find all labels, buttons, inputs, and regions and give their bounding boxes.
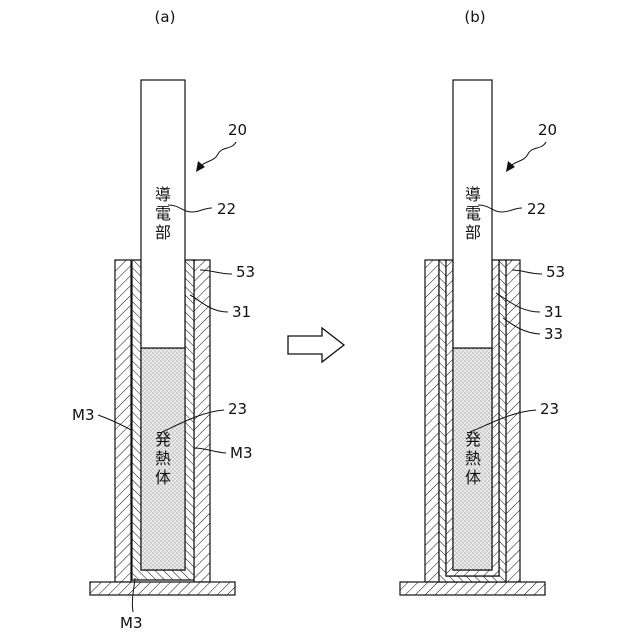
panel-label: (b) bbox=[464, 8, 485, 26]
conductor-char-3: 部 bbox=[465, 223, 481, 242]
conductor-char-1: 導 bbox=[155, 185, 171, 204]
ref-m3-bottom: M3 bbox=[120, 614, 143, 632]
right-block-arrow-icon bbox=[288, 328, 344, 362]
ref-33: 33 bbox=[544, 325, 563, 343]
ref-20: 20 bbox=[228, 121, 247, 139]
heater-char-1: 発 bbox=[465, 430, 481, 449]
ref-31: 31 bbox=[232, 303, 251, 321]
ref-31: 31 bbox=[544, 303, 563, 321]
heater-char-3: 体 bbox=[465, 468, 481, 487]
ref-20-leader bbox=[508, 142, 546, 168]
panel-label: (a) bbox=[155, 8, 176, 26]
heater-char-1: 発 bbox=[155, 430, 171, 449]
ref-20-leader bbox=[198, 142, 236, 168]
ref-20-arrowhead bbox=[506, 161, 515, 172]
conductor-char-2: 電 bbox=[155, 204, 171, 223]
ref-20-arrowhead bbox=[196, 161, 205, 172]
conductor-char-2: 電 bbox=[465, 204, 481, 223]
ref-m3-right: M3 bbox=[230, 444, 253, 462]
ref-20: 20 bbox=[538, 121, 557, 139]
heater-char-2: 熱 bbox=[155, 449, 171, 468]
ref-53: 53 bbox=[546, 263, 565, 281]
heater-char-2: 熱 bbox=[465, 449, 481, 468]
heater-char-3: 体 bbox=[155, 468, 171, 487]
panel-b: (b) 導 電 部 発 熱 体 20 22 53 31 bbox=[400, 8, 565, 595]
ref-m3-left: M3 bbox=[72, 406, 95, 424]
panel-a: (a) 導 電 部 発 熱 体 20 22 53 31 23 bbox=[72, 8, 255, 632]
ref-22: 22 bbox=[527, 200, 546, 218]
ref-22: 22 bbox=[217, 200, 236, 218]
conductor-char-3: 部 bbox=[155, 223, 171, 242]
ref-23: 23 bbox=[228, 400, 247, 418]
conductor-char-1: 導 bbox=[465, 185, 481, 204]
ref-23: 23 bbox=[540, 400, 559, 418]
ref-53: 53 bbox=[236, 263, 255, 281]
